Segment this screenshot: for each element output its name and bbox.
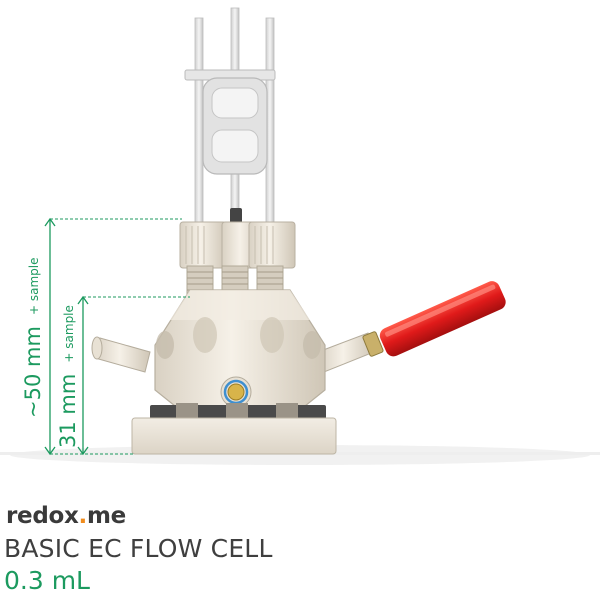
red-tube bbox=[379, 281, 506, 357]
cell-body bbox=[154, 289, 326, 411]
right-port bbox=[317, 331, 384, 373]
product-volume: 0.3 mL bbox=[4, 566, 90, 595]
brand-name-left: redox bbox=[6, 503, 79, 529]
base-clamp bbox=[150, 403, 326, 419]
front-fitting bbox=[220, 376, 252, 408]
dimension-outer-suffix: + sample bbox=[27, 258, 41, 316]
base-plate bbox=[131, 417, 337, 455]
dimension-outer: ~50 mm + sample bbox=[21, 217, 182, 456]
brand-name-dot: . bbox=[78, 503, 88, 529]
dimension-outer-value: ~50 mm bbox=[21, 326, 45, 418]
dimension-inner-suffix: + sample bbox=[62, 305, 76, 363]
electrode-holder bbox=[184, 69, 276, 175]
dimension-inner: 31 mm + sample bbox=[56, 295, 190, 456]
flow-cell-render: ~50 mm + sample 31 mm + sample bbox=[0, 7, 600, 465]
left-port bbox=[91, 336, 151, 373]
svg-text:~50 mm + sample: ~50 mm + sample bbox=[21, 258, 45, 419]
brand-name-right: me bbox=[86, 503, 126, 529]
product-title: BASIC EC FLOW CELL bbox=[4, 534, 273, 563]
top-caps bbox=[179, 221, 296, 269]
svg-text:31 mm + sample: 31 mm + sample bbox=[56, 305, 80, 448]
dimension-inner-value: 31 mm bbox=[56, 374, 80, 448]
brand-logo: redox.me bbox=[6, 503, 126, 529]
